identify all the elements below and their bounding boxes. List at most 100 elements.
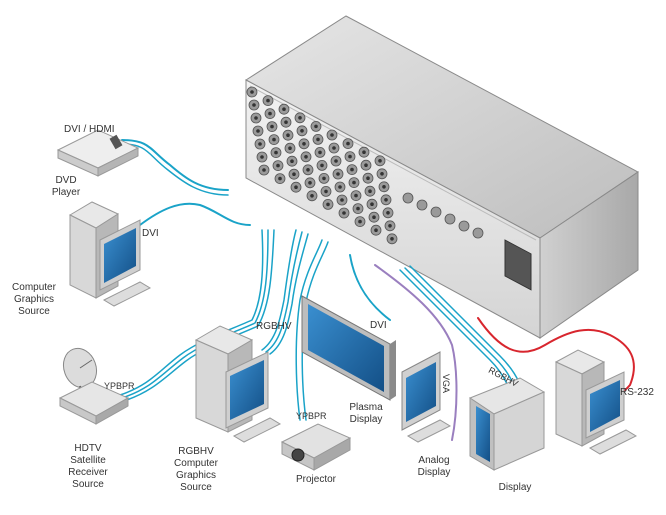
plasma-display	[301, 295, 396, 401]
label-rgbhv-src-line1: RGBHV	[178, 446, 214, 457]
bnc-connector	[416, 199, 428, 211]
label-dvi-plasma: DVI	[370, 320, 387, 331]
bnc-pin	[374, 228, 378, 232]
bnc-pin	[346, 141, 350, 146]
bnc-pin	[340, 198, 344, 202]
label-hdtv-line4: Source	[72, 479, 104, 490]
projector	[280, 423, 352, 471]
bnc-connector	[430, 206, 442, 218]
bnc-pin	[260, 155, 264, 159]
bnc-pin	[370, 202, 374, 206]
bnc-pin	[304, 155, 308, 159]
matrix-switcher	[245, 15, 639, 339]
bnc-pin	[274, 150, 278, 155]
label-hdtv-line1: HDTV	[74, 443, 102, 454]
label-rgbhv-src-line3: Graphics	[175, 470, 216, 481]
bnc-pin	[298, 116, 302, 120]
bnc-pin	[338, 185, 342, 189]
bnc-pin	[254, 116, 258, 120]
bnc-pin	[352, 180, 356, 185]
bnc-pin	[332, 146, 336, 150]
rgbhv-computer-source	[194, 325, 282, 443]
bnc-pin	[354, 193, 358, 198]
bnc-pin	[308, 181, 312, 185]
label-ypbpr-projector: YPBPR	[296, 411, 327, 421]
bnc-pin	[250, 90, 254, 94]
dvd-player	[56, 129, 140, 177]
label-rgbhv-src-line4: Source	[180, 482, 212, 493]
bnc-pin	[286, 133, 290, 137]
bnc-pin	[272, 137, 276, 142]
bnc-pin	[302, 142, 306, 146]
hdtv-satellite-receiver	[58, 347, 130, 425]
label-dvd-player-line1: DVD	[55, 175, 77, 186]
bnc-pin	[330, 133, 334, 137]
bnc-pin	[258, 142, 262, 146]
label-display: Display	[498, 482, 532, 493]
bnc-pin	[350, 167, 354, 172]
bnc-pin	[252, 103, 256, 107]
label-dvd-player-line2: Player	[51, 187, 81, 198]
bnc-pin	[362, 150, 366, 154]
label-vga: VGA	[441, 374, 451, 394]
bnc-pin	[256, 129, 260, 133]
bnc-pin	[366, 176, 370, 180]
bnc-pin	[268, 111, 272, 116]
label-rs232: RS-232	[620, 387, 654, 398]
bnc-pin	[278, 176, 282, 181]
bnc-pin	[378, 159, 382, 163]
label-plasma-line2: Display	[349, 414, 383, 425]
bnc-pin	[262, 168, 266, 172]
bnc-pin	[348, 154, 352, 159]
crt-display	[468, 377, 546, 471]
bnc-pin	[270, 124, 274, 129]
bnc-pin	[390, 237, 394, 241]
bnc-pin	[372, 215, 376, 219]
bnc-pin	[364, 163, 368, 167]
bnc-pin	[300, 129, 304, 133]
bnc-pin	[386, 211, 390, 215]
bnc-pin	[368, 189, 372, 193]
bnc-pin	[384, 198, 388, 202]
bnc-pin	[288, 146, 292, 150]
bnc-pin	[282, 107, 286, 111]
bnc-pin	[314, 124, 318, 129]
bnc-pin	[382, 185, 386, 189]
bnc-pin	[292, 172, 296, 176]
bnc-pin	[318, 150, 322, 155]
label-computer-line2: Graphics	[13, 294, 54, 305]
computer-graphics-source	[68, 201, 152, 307]
bnc-pin	[310, 194, 314, 198]
bnc-connector	[402, 192, 414, 204]
bnc-pin	[284, 120, 288, 124]
analog-display	[401, 351, 452, 443]
bnc-pin	[334, 159, 338, 163]
bnc-pin	[356, 206, 360, 211]
bnc-connector	[458, 220, 470, 232]
bnc-pin	[320, 163, 324, 168]
label-analog-line1: Analog	[418, 455, 450, 466]
label-computer-line3: Source	[18, 306, 50, 317]
bnc-pin	[336, 172, 340, 176]
bnc-pin	[388, 224, 392, 228]
bnc-pin	[276, 163, 280, 168]
label-dvi-computer: DVI	[142, 228, 159, 239]
label-hdtv-line2: Satellite	[70, 455, 106, 466]
bnc-pin	[380, 172, 384, 176]
bnc-pin	[294, 185, 298, 189]
bnc-connector	[472, 227, 484, 239]
bnc-pin	[266, 98, 270, 103]
label-hdtv-line3: Receiver	[68, 467, 108, 478]
label-ypbpr-hdtv: YPBPR	[104, 381, 135, 391]
label-analog-line2: Display	[417, 467, 451, 478]
bnc-pin	[342, 211, 346, 215]
label-computer-line1: Computer	[12, 282, 56, 293]
bnc-pin	[306, 168, 310, 172]
bnc-pin	[316, 137, 320, 142]
bnc-pin	[290, 159, 294, 163]
label-rgbhv-source-cable: RGBHV	[256, 321, 292, 332]
control-pc	[554, 349, 638, 455]
label-projector: Projector	[295, 474, 336, 485]
